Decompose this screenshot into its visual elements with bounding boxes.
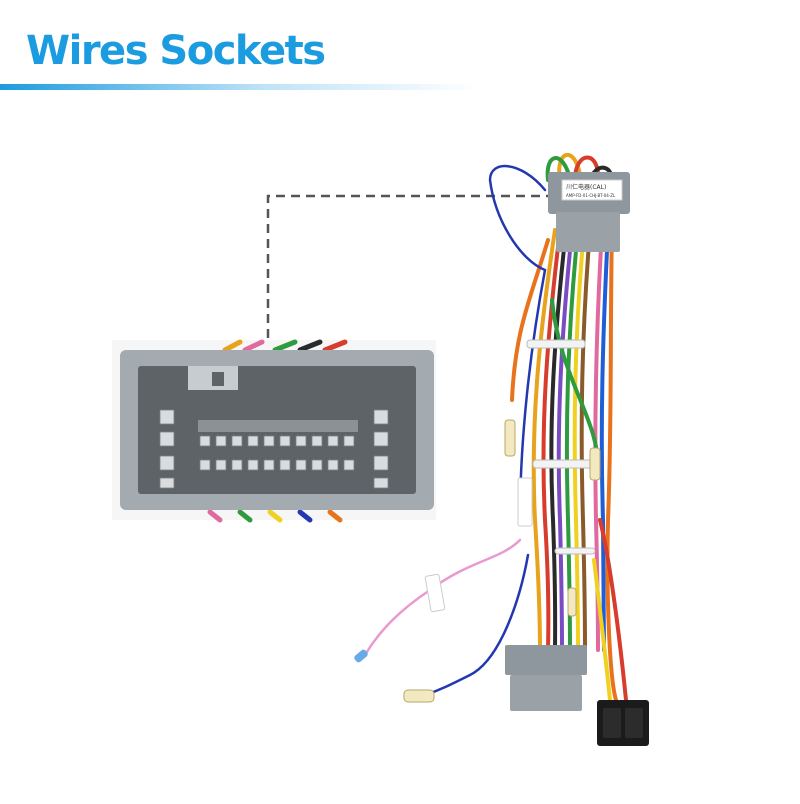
connector-tag-line1: 川仁电器(CAL) xyxy=(566,183,606,191)
page-title: Wires Sockets xyxy=(26,28,326,74)
label-sleeves xyxy=(424,477,533,613)
crimp-terminals xyxy=(354,419,601,703)
signal-leads xyxy=(363,538,530,697)
socket-closeup-inset xyxy=(112,339,436,523)
top-connector: 川仁电器(CAL) AMP-FD-01-CHJ-BT-04-ZL xyxy=(548,172,630,252)
connector-tag-line2: AMP-FD-01-CHJ-BT-04-ZL xyxy=(566,193,616,198)
top-wire-loops xyxy=(488,153,615,522)
page-header: Wires Sockets xyxy=(0,0,800,100)
title-underline xyxy=(0,84,480,90)
dashed-pointer xyxy=(266,194,552,368)
bottom-connector xyxy=(505,645,587,711)
black-connector xyxy=(597,700,649,746)
